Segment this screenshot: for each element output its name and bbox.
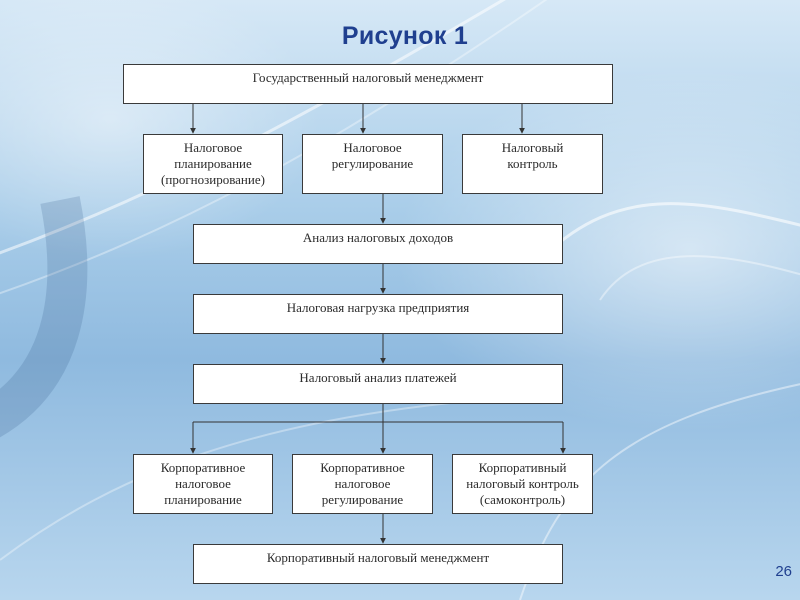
box-corporate-tax-management: Корпоративный налоговый менеджмент bbox=[193, 544, 563, 584]
box-tax-burden: Налоговая нагрузка предприятия bbox=[193, 294, 563, 334]
box-state-tax-management: Государственный налоговый менеджмент bbox=[123, 64, 613, 104]
box-tax-planning: Налоговое планирование (прогнозирование) bbox=[143, 134, 283, 194]
box-corporate-tax-regulation: Корпоративное налоговое регулирование bbox=[292, 454, 433, 514]
box-tax-regulation: Налоговое регулирование bbox=[302, 134, 443, 194]
box-tax-revenue-analysis: Анализ налоговых доходов bbox=[193, 224, 563, 264]
box-corporate-tax-control: Корпоративный налоговый контроль (самоко… bbox=[452, 454, 593, 514]
slide-title: Рисунок 1 bbox=[341, 22, 469, 50]
box-tax-payment-analysis: Налоговый анализ платежей bbox=[193, 364, 563, 404]
box-tax-control: Налоговый контроль bbox=[462, 134, 603, 194]
slide-page-number: 26 bbox=[775, 563, 792, 580]
box-corporate-tax-planning: Корпоративное налоговое планирование bbox=[133, 454, 273, 514]
